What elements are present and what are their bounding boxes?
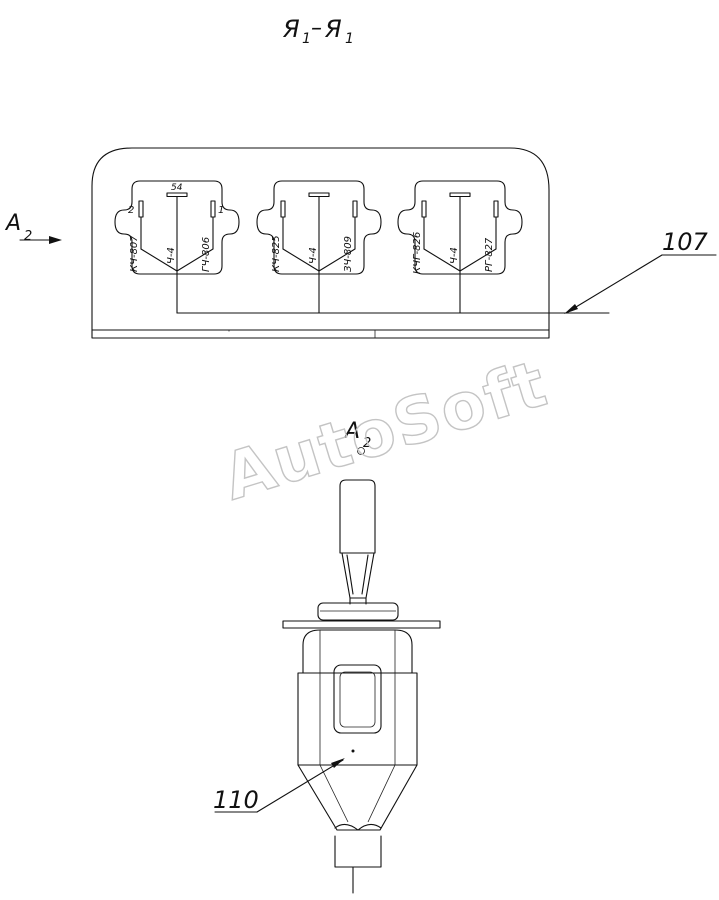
toggle-lever bbox=[339, 479, 376, 554]
socket-1-pin-54-label: 54 bbox=[171, 183, 183, 193]
watermark: AutoSoft bbox=[214, 346, 557, 516]
callout-107: 107 bbox=[564, 228, 717, 314]
socket-2-wire-left: КЧ-825 bbox=[271, 235, 282, 272]
switch-window bbox=[333, 664, 382, 734]
mounting-plate bbox=[282, 620, 441, 629]
view-label: A 2 bbox=[343, 419, 371, 455]
socket-2: КЧ-825 Ч-4 ЗЧ-809 bbox=[256, 180, 382, 275]
panel-base bbox=[91, 329, 550, 339]
view-arrow-head bbox=[49, 236, 62, 244]
section-title-subscript-2: 1 bbox=[345, 31, 354, 47]
view-label-subscript: 2 bbox=[363, 436, 371, 451]
view-point-marker bbox=[357, 447, 365, 455]
socket-3-wire-left: КЧГ-826 bbox=[412, 232, 423, 274]
section-title-letter: Я bbox=[282, 15, 300, 43]
socket-3-wire-right: РГ-827 bbox=[484, 237, 495, 272]
switch-body bbox=[302, 629, 413, 674]
socket-1: 54 2 1 КЧ-807 Ч-4 ГЧ-806 bbox=[114, 180, 240, 275]
socket-3: КЧГ-826 Ч-4 РГ-827 bbox=[397, 180, 523, 275]
mounting-nut bbox=[317, 602, 399, 621]
callout-110: 110 bbox=[213, 758, 345, 814]
section-title-letter-2: Я bbox=[324, 15, 342, 43]
section-title-dash: – bbox=[311, 16, 322, 41]
cable-boot bbox=[334, 835, 382, 868]
view-arrow-subscript: 2 bbox=[24, 229, 32, 244]
socket-2-wire-mid: Ч-4 bbox=[308, 247, 319, 264]
view-label-letter: A bbox=[343, 419, 360, 444]
socket-2-wire-right: ЗЧ-809 bbox=[343, 236, 354, 272]
watermark-text: AutoSoft bbox=[215, 347, 556, 515]
socket-1-wire-mid: Ч-4 bbox=[166, 247, 177, 264]
common-wire bbox=[176, 270, 610, 314]
view-arrow: A 2 bbox=[4, 211, 62, 244]
section-title-subscript: 1 bbox=[302, 31, 311, 47]
switch-housing bbox=[297, 672, 418, 766]
callout-107-label: 107 bbox=[662, 228, 709, 256]
callout-110-label: 110 bbox=[213, 786, 259, 814]
view-arrow-letter: A bbox=[4, 211, 21, 236]
socket-1-wire-left: КЧ-807 bbox=[129, 235, 140, 272]
socket-1-pin-2-label: 2 bbox=[128, 205, 134, 216]
socket-3-wire-mid: Ч-4 bbox=[449, 247, 460, 264]
socket-1-wire-right: ГЧ-806 bbox=[201, 237, 212, 272]
socket-1-pin-1-label: 1 bbox=[218, 205, 224, 216]
section-title: Я 1 – Я 1 bbox=[282, 15, 354, 47]
connector-panel bbox=[91, 147, 550, 339]
toggle-switch bbox=[282, 479, 441, 894]
